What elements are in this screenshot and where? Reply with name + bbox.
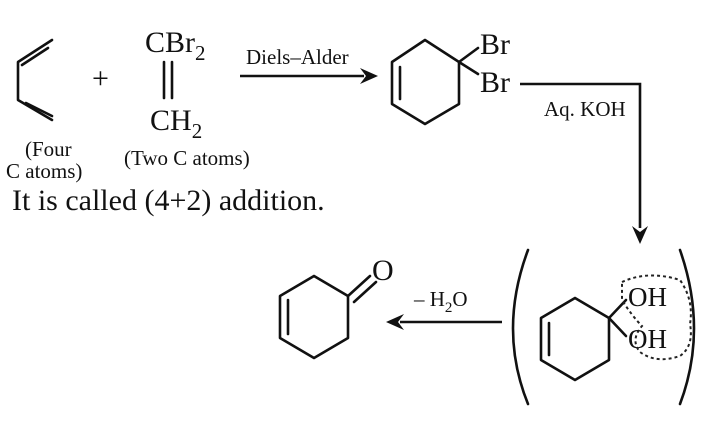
right-bracket bbox=[678, 248, 696, 406]
arrow-diels-alder-head bbox=[360, 68, 378, 84]
addition-caption: It is called (4+2) addition. bbox=[12, 184, 325, 217]
hydroxyl-label-2: OH bbox=[628, 324, 667, 354]
two-c-atoms-label: (Two C atoms) bbox=[124, 146, 250, 170]
water-elimination-dashed-loop bbox=[621, 274, 692, 361]
arrow-dehydration-head bbox=[386, 314, 404, 330]
cyclohexenone-structure bbox=[278, 274, 378, 360]
diels-alder-label: Diels–Alder bbox=[246, 45, 349, 69]
carbonyl-oxygen-label: O bbox=[372, 254, 394, 287]
butadiene-label-line1: (Four bbox=[25, 137, 72, 161]
aq-koh-label: Aq. KOH bbox=[544, 97, 626, 121]
bromine-label-1: Br bbox=[480, 28, 510, 61]
ch2-label: CH2 bbox=[150, 104, 202, 143]
arrow-aq-koh-head bbox=[632, 226, 648, 244]
cbr2-label: CBr2 bbox=[145, 26, 206, 65]
butadiene-label-line2: C atoms) bbox=[6, 159, 82, 183]
plus-sign: + bbox=[92, 62, 109, 95]
left-bracket bbox=[511, 248, 530, 406]
bromine-label-2: Br bbox=[480, 66, 510, 99]
minus-water-label: – H2O bbox=[413, 287, 468, 316]
butadiene-structure bbox=[16, 38, 54, 122]
arrow-aq-koh bbox=[520, 82, 642, 228]
hydroxyl-label-1: OH bbox=[628, 282, 667, 312]
dibromocyclohexene-structure bbox=[390, 38, 480, 126]
cyclohexene-diol-structure bbox=[539, 296, 628, 382]
